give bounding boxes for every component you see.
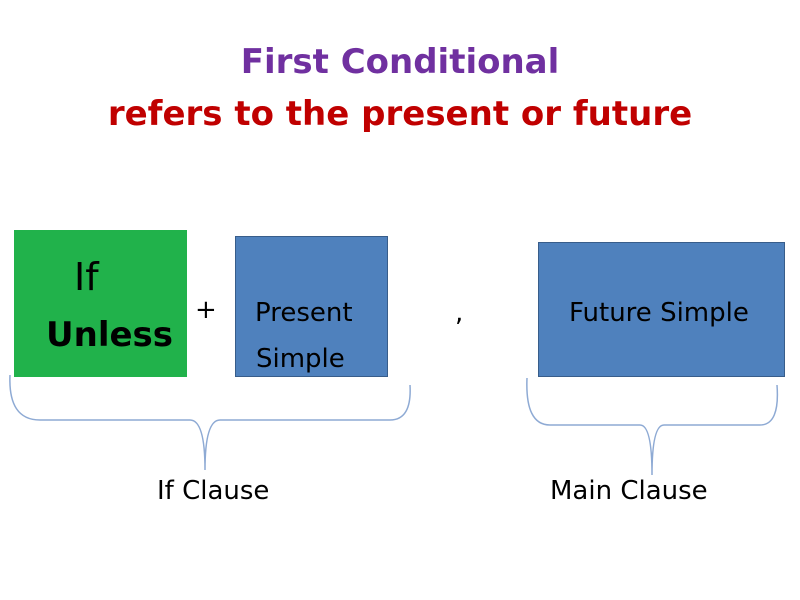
future-simple-box <box>538 242 785 377</box>
main-clause-label: Main Clause <box>550 476 708 506</box>
present-simple-box <box>235 236 388 377</box>
if-text: If <box>74 255 99 299</box>
comma: , <box>455 298 464 328</box>
title: First Conditional <box>240 42 560 82</box>
subtitle: refers to the present or future <box>107 94 693 134</box>
plus-sign: + <box>195 295 217 325</box>
if-clause-label: If Clause <box>157 476 270 506</box>
if-clause-brace <box>9 374 411 471</box>
future-simple-text: Future Simple <box>569 298 749 328</box>
unless-text: Unless <box>46 315 174 355</box>
present-text: Present <box>255 298 353 328</box>
if-box <box>14 230 187 377</box>
simple-text: Simple <box>256 344 345 374</box>
main-clause-brace <box>526 377 779 476</box>
